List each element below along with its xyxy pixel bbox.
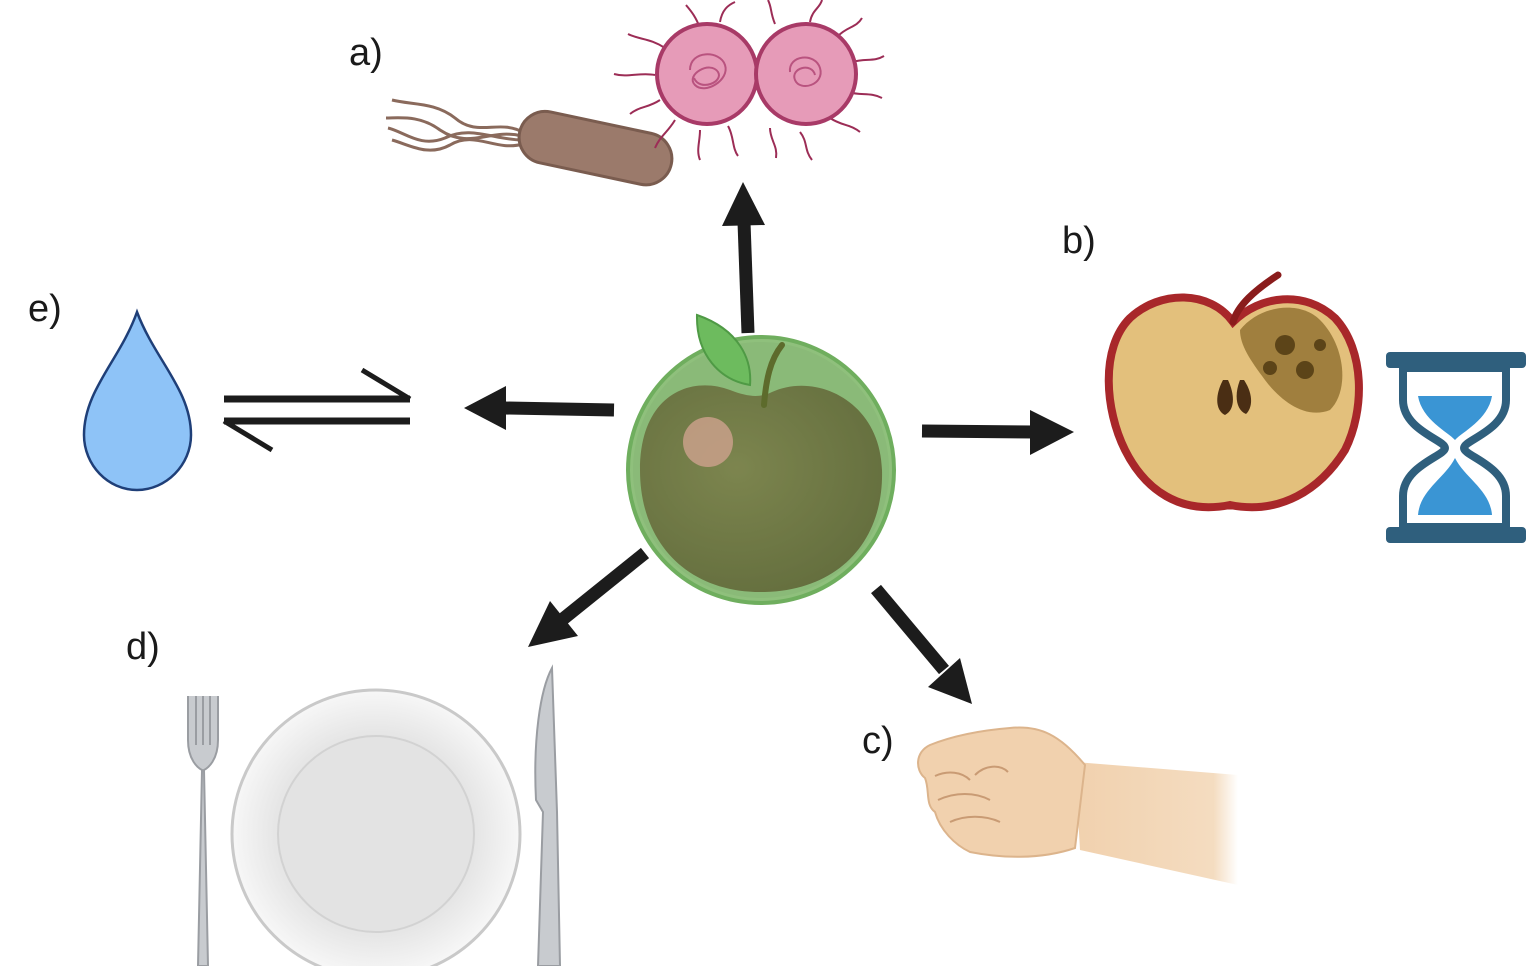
label-b: b) (1062, 220, 1096, 262)
arrow-to-microbes (722, 182, 765, 334)
arrow-to-plate (528, 547, 650, 647)
arrow-to-hand (871, 584, 972, 704)
rod-bacterium-icon (385, 98, 674, 187)
coated-apple-icon (626, 313, 896, 605)
label-d: d) (126, 626, 160, 668)
dividing-coccus-icon (613, 0, 885, 161)
arrow-to-rotten-apple (921, 410, 1074, 455)
rotten-apple-half-icon (1104, 271, 1363, 512)
label-a: a) (349, 32, 383, 74)
water-drop-icon (82, 308, 193, 492)
plate-icon (230, 688, 522, 966)
equilibrium-arrows-icon (222, 367, 412, 453)
hourglass-icon (1386, 352, 1526, 543)
label-e: e) (28, 288, 62, 330)
hand-icon (917, 726, 1238, 885)
fork-icon (187, 696, 219, 966)
knife-icon (534, 664, 562, 966)
arrow-to-water (464, 386, 615, 430)
label-c: c) (862, 720, 894, 762)
